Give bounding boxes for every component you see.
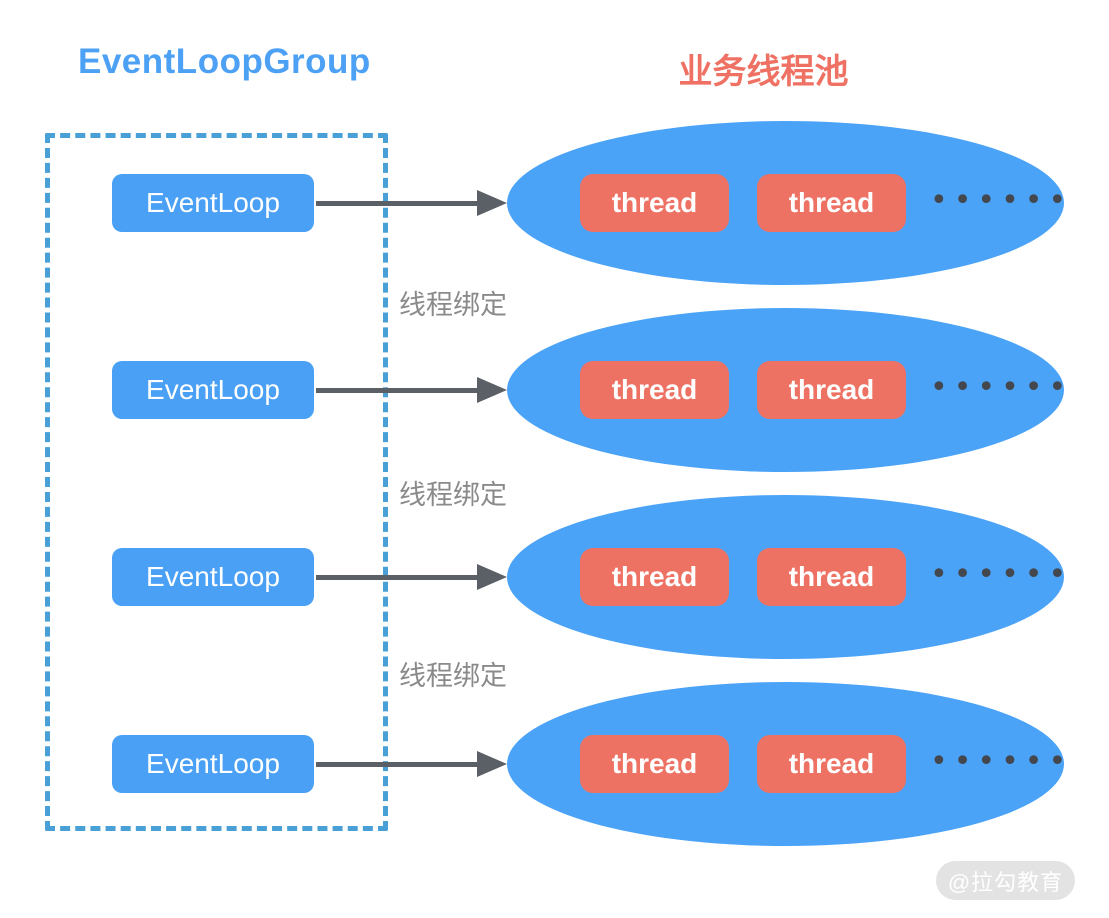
eventloopgroup-title: EventLoopGroup: [78, 42, 371, 81]
thread-box: thread: [580, 361, 729, 419]
eventloop-box: EventLoop: [112, 361, 314, 419]
thread-binding-label: 线程绑定: [399, 661, 507, 691]
more-threads-ellipsis: ••••••: [930, 370, 1073, 405]
thread-pool-ellipse: thread thread ••••••: [507, 308, 1066, 472]
business-thread-pool-title: 业务线程池: [678, 53, 849, 91]
binding-arrow-head-icon: [477, 564, 507, 590]
thread-box: thread: [580, 548, 729, 606]
diagram-row: EventLoop thread thread ••••••: [0, 495, 1109, 659]
thread-pool-ellipse: thread thread ••••••: [507, 682, 1066, 846]
binding-arrow-head-icon: [477, 190, 507, 216]
binding-arrow-line: [316, 575, 480, 580]
binding-arrow-line: [316, 388, 480, 393]
more-threads-ellipsis: ••••••: [930, 183, 1073, 218]
thread-box: thread: [757, 735, 906, 793]
thread-box: thread: [757, 361, 906, 419]
more-threads-ellipsis: ••••••: [930, 557, 1073, 592]
binding-arrow-head-icon: [477, 751, 507, 777]
binding-arrow-head-icon: [477, 377, 507, 403]
diagram-row: EventLoop thread thread ••••••: [0, 121, 1109, 285]
eventloop-box: EventLoop: [112, 548, 314, 606]
thread-box: thread: [757, 174, 906, 232]
thread-box: thread: [757, 548, 906, 606]
thread-binding-label: 线程绑定: [399, 480, 507, 510]
diagram-row: EventLoop thread thread ••••••: [0, 308, 1109, 472]
eventloop-box: EventLoop: [112, 174, 314, 232]
binding-arrow-line: [316, 762, 480, 767]
thread-box: thread: [580, 174, 729, 232]
diagram-row: EventLoop thread thread ••••••: [0, 682, 1109, 846]
eventloop-box: EventLoop: [112, 735, 314, 793]
thread-binding-label: 线程绑定: [399, 290, 507, 320]
thread-pool-ellipse: thread thread ••••••: [507, 495, 1066, 659]
lagou-education-watermark: @拉勾教育: [936, 861, 1075, 900]
thread-pool-ellipse: thread thread ••••••: [507, 121, 1066, 285]
thread-box: thread: [580, 735, 729, 793]
eventloopgroup-dashed-box: [45, 133, 388, 831]
binding-arrow-line: [316, 201, 480, 206]
more-threads-ellipsis: ••••••: [930, 744, 1073, 779]
